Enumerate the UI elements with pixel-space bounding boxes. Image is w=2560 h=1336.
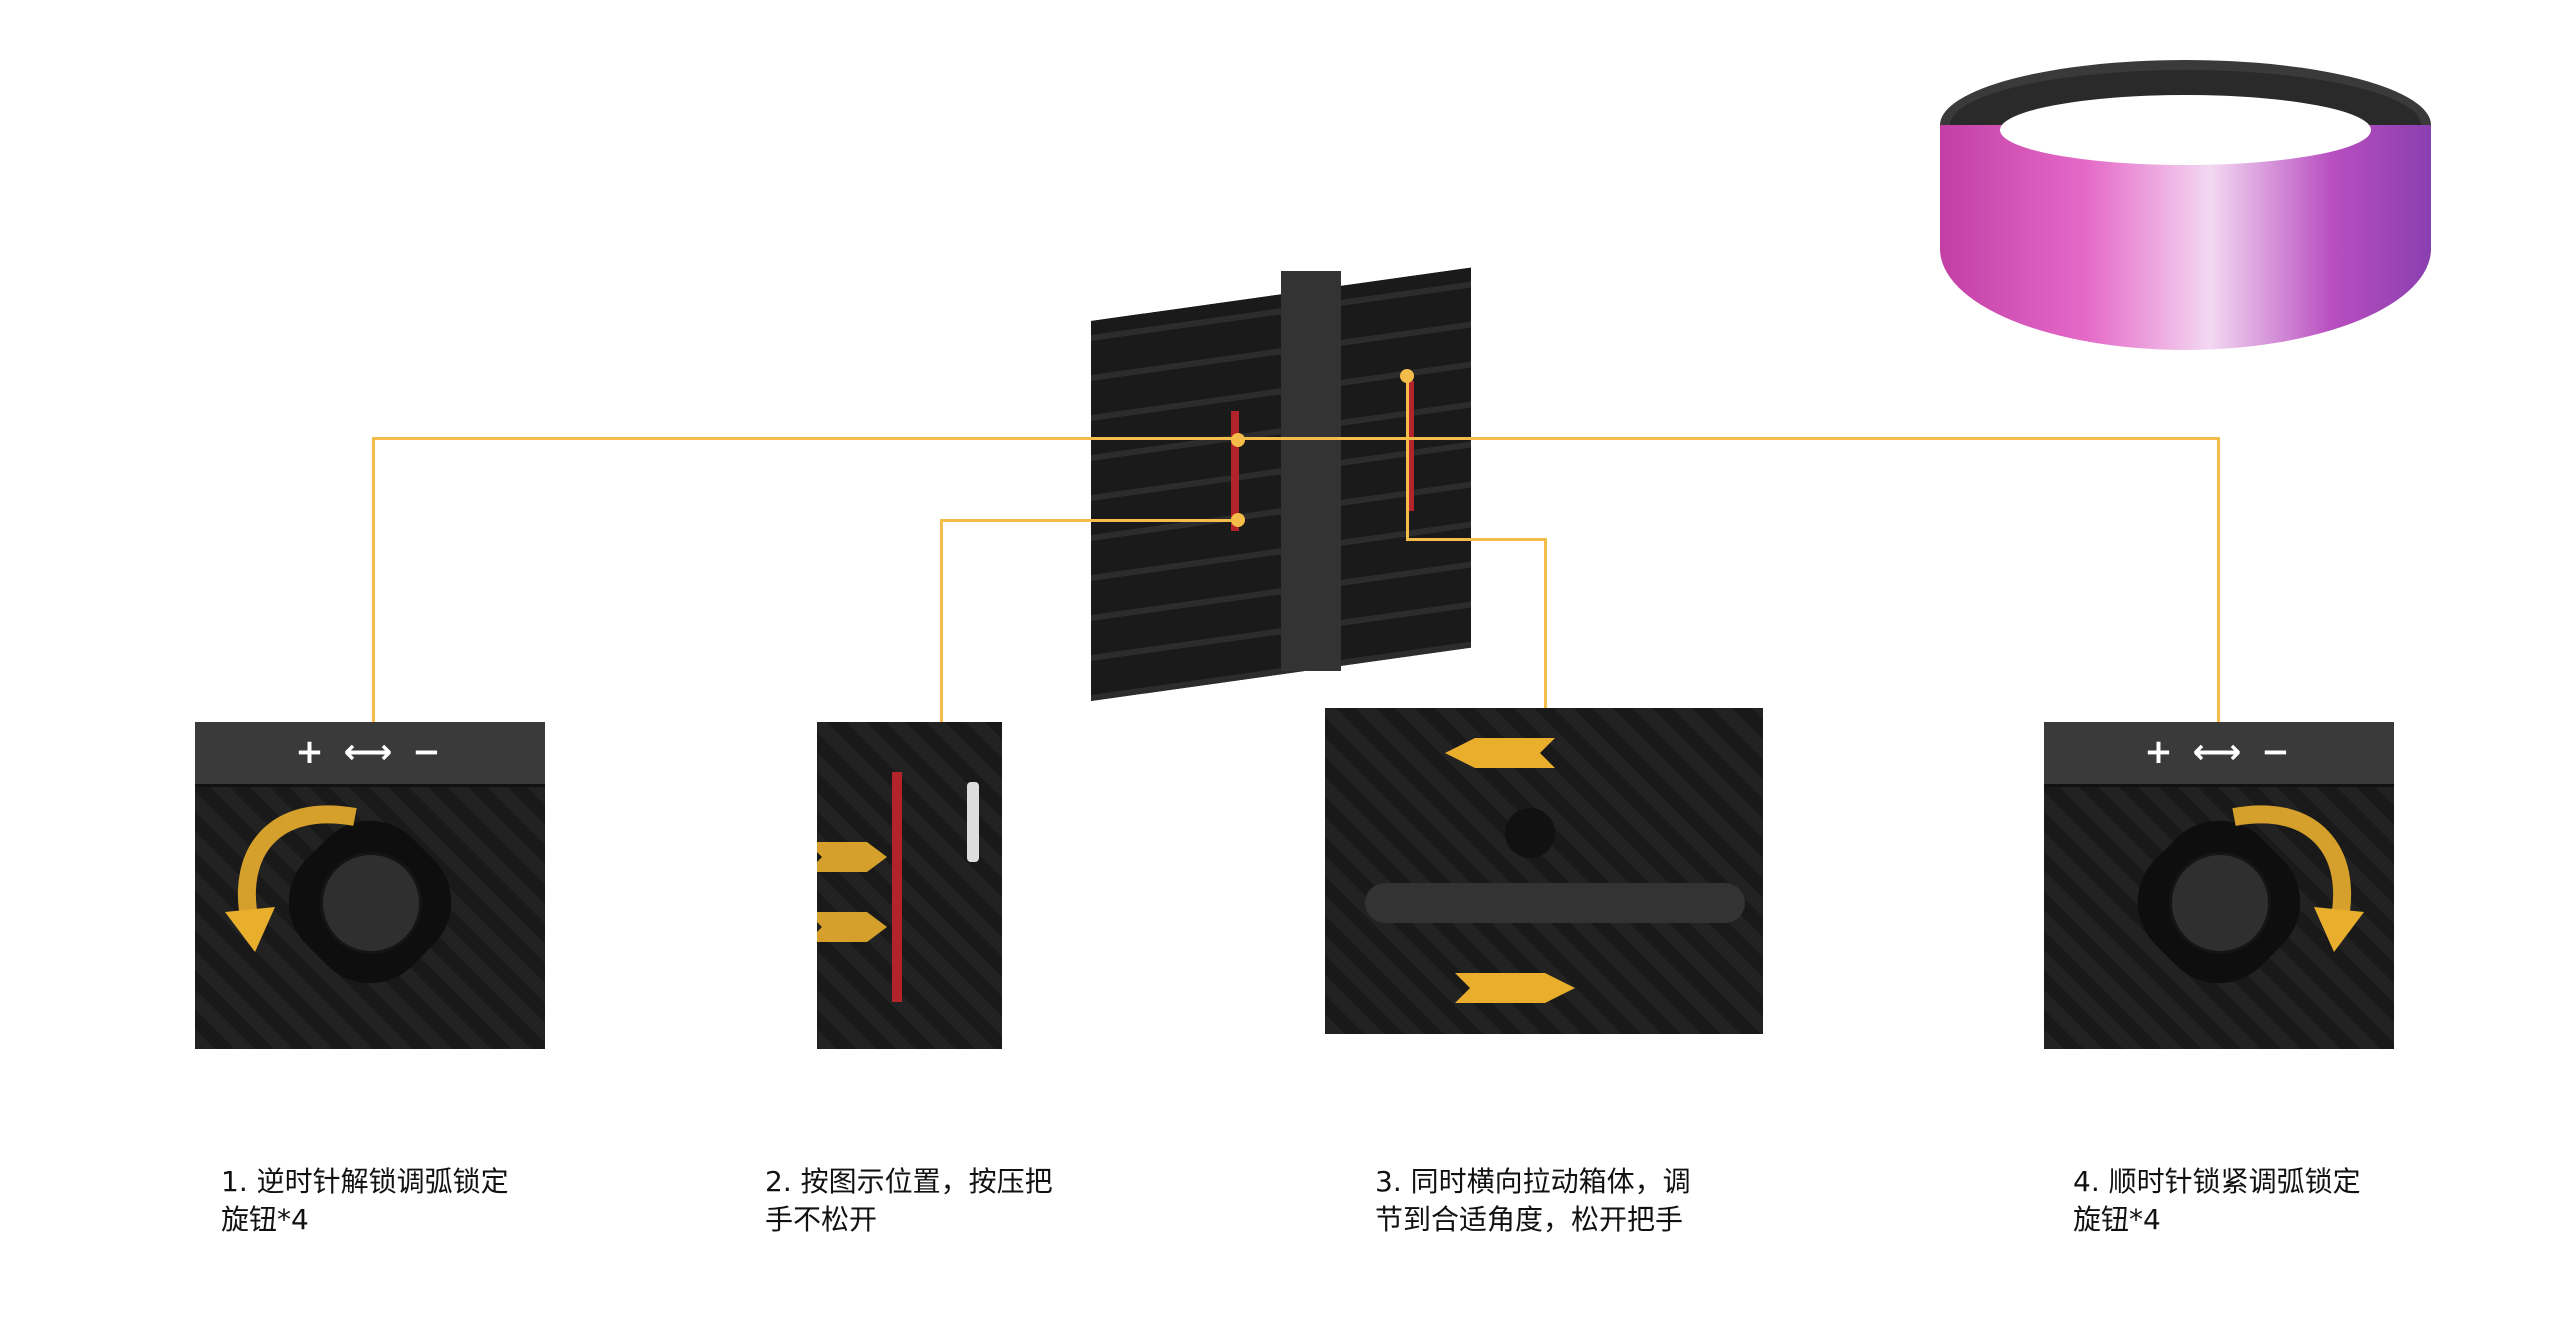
curved-led-cylinder-image <box>1940 60 2431 415</box>
connector-line <box>372 437 2220 440</box>
caption-line: 2. 按图示位置，按压把 <box>765 1165 1053 1198</box>
caption-line: 节到合适角度，松开把手 <box>1375 1203 1684 1236</box>
caption-line: 4. 顺时针锁紧调弧锁定 <box>2073 1165 2361 1198</box>
connector-line <box>1406 375 1409 540</box>
push-arrows-icon <box>817 842 887 942</box>
step4-photo: + ⟷ − <box>2044 722 2394 1049</box>
step2-photo <box>817 722 1002 1049</box>
step4-caption: 4. 顺时针锁紧调弧锁定 旋钮*4 <box>2073 1163 2361 1239</box>
connector-dot <box>1231 433 1245 447</box>
step1-caption: 1. 逆时针解锁调弧锁定 旋钮*4 <box>221 1163 509 1239</box>
caption-line: 3. 同时横向拉动箱体，调 <box>1375 1165 1691 1198</box>
caption-line: 手不松开 <box>765 1203 878 1236</box>
step2-caption: 2. 按图示位置，按压把 手不松开 <box>765 1163 1053 1239</box>
step3-caption: 3. 同时横向拉动箱体，调 节到合适角度，松开把手 <box>1375 1163 1691 1239</box>
connector-line <box>940 519 943 722</box>
connector-line <box>1544 538 1547 710</box>
clockwise-arrow-icon <box>2232 805 2364 952</box>
caption-line: 旋钮*4 <box>221 1203 309 1236</box>
counterclockwise-arrow-icon <box>225 805 357 952</box>
caption-line: 1. 逆时针解锁调弧锁定 <box>221 1165 509 1198</box>
adjust-direction-symbol: + ⟷ − <box>2144 732 2294 772</box>
adjust-direction-symbol: + ⟷ − <box>295 732 445 772</box>
led-cabinet-image <box>1091 221 1484 704</box>
step1-photo: + ⟷ − <box>195 722 545 1049</box>
caption-line: 旋钮*4 <box>2073 1203 2161 1236</box>
pull-arrows-icon <box>1445 738 1575 1003</box>
connector-dot <box>1400 369 1414 383</box>
connector-line <box>2217 437 2220 722</box>
step3-photo <box>1325 708 1763 1034</box>
connector-line <box>1406 538 1547 541</box>
connector-line <box>372 437 375 722</box>
connector-line <box>940 519 1240 522</box>
connector-dot <box>1231 513 1245 527</box>
